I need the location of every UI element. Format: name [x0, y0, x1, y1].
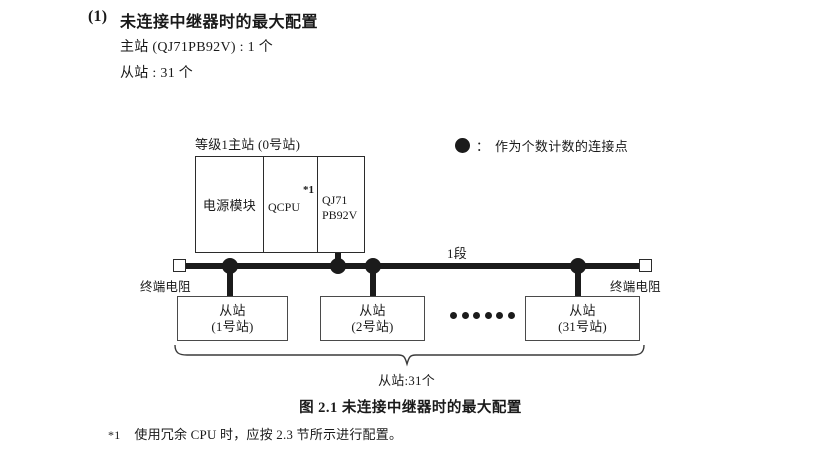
cpu-module-label: QCPU — [268, 200, 301, 214]
legend: ： 作为个数计数的连接点 — [455, 136, 628, 155]
terminal-resistor-left-label: 终端电阻 — [140, 280, 191, 294]
ellipsis-dot — [484, 312, 492, 319]
terminal-resistor-right-icon — [639, 259, 652, 272]
rack-slot-cpu-module: QCPU *1 — [264, 157, 318, 252]
connection-point-dot-master — [330, 258, 346, 274]
figure-caption: 图 2.1 未连接中继器时的最大配置 — [299, 400, 522, 416]
slave-station-name-2: 从站 — [359, 302, 386, 318]
ellipsis-dot — [507, 312, 515, 319]
intro-line-slave-count: 从站 : 31 个 — [120, 66, 194, 81]
slave-station-box-31: 从站 (31号站) — [525, 296, 640, 341]
terminal-resistor-right-label: 终端电阻 — [610, 280, 661, 294]
segment-label: 1段 — [447, 246, 467, 261]
slave-station-number-2: (2号站) — [351, 318, 394, 334]
terminal-resistor-left-icon — [173, 259, 186, 272]
section-title: 未连接中继器时的最大配置 — [120, 14, 319, 31]
network-module-label-line1: QJ71 — [322, 193, 348, 207]
slave-count-brace-label: 从站:31个 — [0, 370, 821, 389]
drop-line-slave2 — [370, 266, 376, 297]
footnote-marker: *1 — [108, 428, 121, 442]
network-module-label-line2: PB92V — [322, 208, 358, 222]
slave-stations-ellipsis — [450, 312, 515, 319]
power-module-label: 电源模块 — [202, 198, 257, 213]
slave-station-number-31: (31号站) — [558, 318, 607, 334]
section-number: (1) — [88, 8, 108, 25]
slave-count-brace-label-text: 从站:31个 — [378, 373, 435, 388]
cpu-module-footnote-marker: *1 — [303, 184, 314, 196]
legend-separator: ： — [476, 139, 490, 154]
intro-line-master-count: 主站 (QJ71PB92V) : 1 个 — [120, 40, 274, 55]
slave-station-number-1: (1号站) — [211, 318, 254, 334]
drop-line-slave31 — [575, 266, 581, 297]
rack-slot-power-module: 电源模块 — [196, 157, 264, 252]
slave-station-name-31: 从站 — [569, 302, 596, 318]
ellipsis-dot — [496, 312, 504, 319]
footnote-text: 使用冗余 CPU 时，应按 2.3 节所示进行配置。 — [134, 427, 403, 442]
ellipsis-dot — [461, 312, 469, 319]
ellipsis-dot — [473, 312, 481, 319]
slave-station-box-2: 从站 (2号站) — [320, 296, 425, 341]
filled-circle-icon — [455, 138, 470, 153]
drop-line-slave1 — [227, 266, 233, 297]
master-station-label: 等级1主站 (0号站) — [195, 137, 301, 152]
slave-station-name-1: 从站 — [219, 302, 246, 318]
ellipsis-dot — [450, 312, 457, 319]
bus-trunk-line — [180, 263, 645, 269]
footnote: *1 使用冗余 CPU 时，应按 2.3 节所示进行配置。 — [108, 424, 402, 443]
slave-count-brace — [174, 344, 645, 367]
legend-label: 作为个数计数的连接点 — [495, 139, 629, 154]
slave-station-box-1: 从站 (1号站) — [177, 296, 288, 341]
